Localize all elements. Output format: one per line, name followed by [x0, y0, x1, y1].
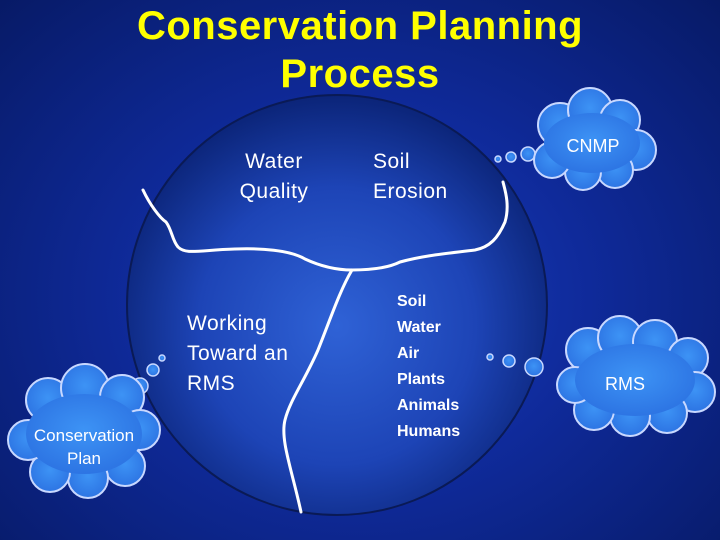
water-quality-line-2: Quality: [222, 177, 326, 207]
rms-cloud-label: RMS: [585, 372, 665, 396]
resource-item: Animals: [397, 393, 460, 419]
resource-list: Soil Water Air Plants Animals Humans: [397, 289, 460, 445]
soil-erosion-line-1: Soil: [373, 147, 448, 177]
working-toward-line-3: RMS: [187, 369, 288, 399]
water-quality-label: Water Quality: [222, 147, 326, 207]
cnmp-bubble-dots: [495, 147, 535, 162]
working-toward-rms-label: Working Toward an RMS: [187, 309, 288, 399]
working-toward-line-1: Working: [187, 309, 288, 339]
soil-erosion-line-2: Erosion: [373, 177, 448, 207]
soil-erosion-label: Soil Erosion: [373, 147, 448, 207]
cnmp-cloud-label: CNMP: [545, 134, 641, 158]
water-quality-line-1: Water: [222, 147, 326, 177]
resource-item: Water: [397, 315, 460, 341]
conservation-plan-cloud-label: Conservation Plan: [14, 424, 154, 470]
resource-item: Air: [397, 341, 460, 367]
resource-item: Humans: [397, 419, 460, 445]
conservation-plan-line-1: Conservation: [14, 424, 154, 447]
working-toward-line-2: Toward an: [187, 339, 288, 369]
conservation-plan-line-2: Plan: [14, 447, 154, 470]
resource-item: Soil: [397, 289, 460, 315]
resource-item: Plants: [397, 367, 460, 393]
